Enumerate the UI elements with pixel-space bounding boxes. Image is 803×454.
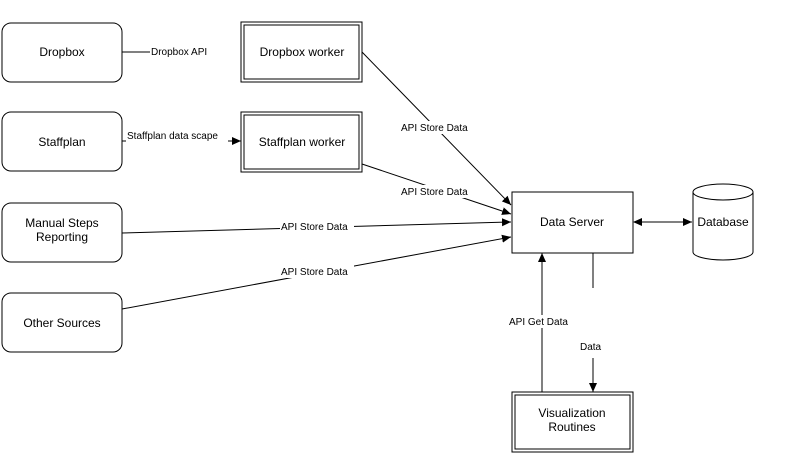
edge-server-to-visualization: Data: [580, 253, 602, 392]
node-label-visualization-line2: Routines: [548, 420, 595, 434]
node-label-dropbox: Dropbox: [39, 45, 84, 59]
node-database: Database: [692, 183, 754, 261]
node-label-visualization-line1: Visualization: [538, 406, 605, 420]
edge-label-staffplan-worker-store: API Store Data: [401, 187, 468, 198]
node-label-staffplan-worker: Staffplan worker: [259, 135, 346, 149]
node-data-server: Data Server: [511, 191, 634, 254]
node-manual-steps-reporting: Manual Steps Reporting: [1, 202, 123, 263]
edge-other-to-server: API Store Data: [121, 234, 512, 310]
edge-label-dropbox-worker-store: API Store Data: [401, 123, 468, 134]
node-label-other-sources: Other Sources: [23, 316, 100, 330]
edge-label-api-get-data: API Get Data: [509, 317, 568, 328]
edge-label-manual-store: API Store Data: [281, 222, 348, 233]
node-label-database: Database: [697, 215, 749, 229]
edge-dropbox-worker-to-server: API Store Data: [361, 51, 512, 206]
edge-manual-to-server: API Store Data: [121, 218, 512, 234]
edge-label-dropbox-api: Dropbox API: [151, 47, 207, 58]
node-label-manual-steps-line2: Reporting: [36, 230, 88, 244]
node-dropbox-worker: Dropbox worker: [240, 21, 363, 83]
node-label-manual-steps-line1: Manual Steps: [25, 216, 98, 230]
edge-staffplan-to-worker: Staffplan data scape: [122, 129, 241, 145]
node-dropbox: Dropbox: [1, 22, 123, 83]
node-label-data-server: Data Server: [540, 215, 604, 229]
node-label-staffplan: Staffplan: [38, 135, 85, 149]
edge-dropbox-to-worker: Dropbox API: [122, 45, 242, 58]
edge-label-staffplan-scrape: Staffplan data scape: [127, 131, 218, 142]
node-label-dropbox-worker: Dropbox worker: [260, 45, 345, 59]
edge-visualization-to-server: API Get Data: [508, 253, 576, 392]
edge-staffplan-worker-to-server: API Store Data: [361, 163, 512, 215]
edge-label-other-store: API Store Data: [281, 267, 348, 278]
node-visualization-routines: Visualization Routines: [511, 391, 634, 453]
node-staffplan: Staffplan: [1, 111, 123, 172]
edge-label-data: Data: [580, 342, 602, 353]
node-other-sources: Other Sources: [1, 292, 123, 353]
node-staffplan-worker: Staffplan worker: [240, 111, 363, 173]
